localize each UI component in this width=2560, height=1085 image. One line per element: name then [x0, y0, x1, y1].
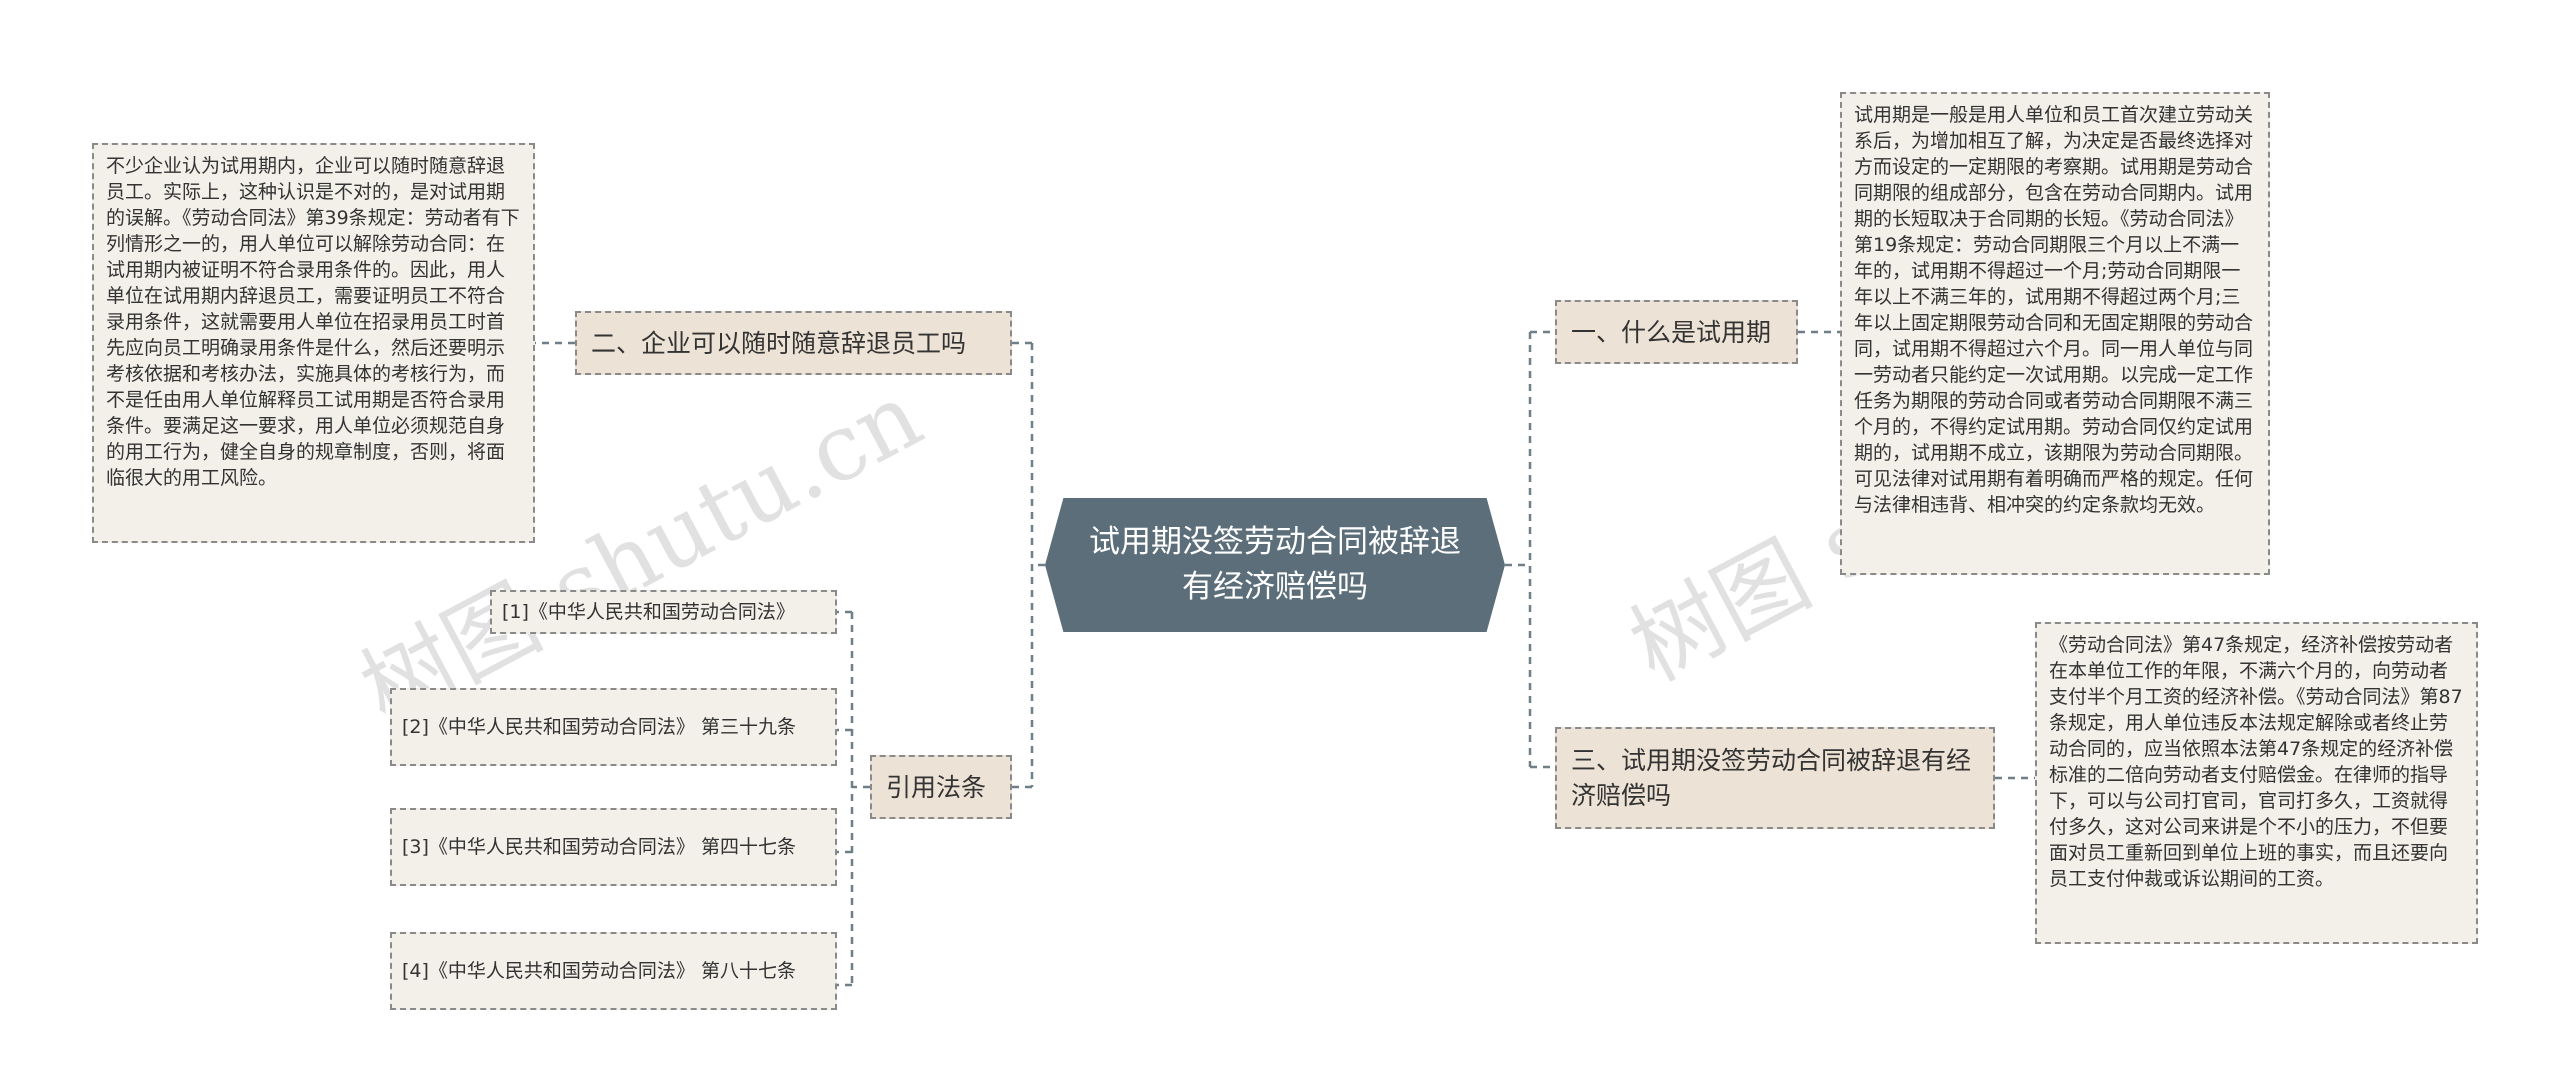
- leaf-probation-definition[interactable]: 试用期是一般是用人单位和员工首次建立劳动关系后，为增加相互了解，为决定是否最终选…: [1840, 92, 2270, 575]
- reference-label: [4]《中华人民共和国劳动合同法》 第八十七条: [402, 960, 796, 982]
- branch-cited-laws[interactable]: 引用法条: [870, 755, 1012, 819]
- branch-label: 三、试用期没签劳动合同被辞退有经济赔偿吗: [1571, 746, 1972, 810]
- branch-compensation[interactable]: 三、试用期没签劳动合同被辞退有经济赔偿吗: [1555, 727, 1995, 829]
- leaf-text: 试用期是一般是用人单位和员工首次建立劳动关系后，为增加相互了解，为决定是否最终选…: [1854, 104, 2254, 516]
- leaf-dismissal-explanation[interactable]: 不少企业认为试用期内，企业可以随时随意辞退员工。实际上，这种认识是不对的，是对试…: [92, 143, 535, 543]
- central-topic-label: 试用期没签劳动合同被辞退有经济赔偿吗: [1089, 524, 1461, 605]
- branch-what-is-probation[interactable]: 一、什么是试用期: [1555, 300, 1798, 364]
- branch-label: 一、什么是试用期: [1571, 317, 1772, 347]
- reference-label: [1]《中华人民共和国劳动合同法》: [502, 601, 795, 623]
- reference-item[interactable]: [3]《中华人民共和国劳动合同法》 第四十七条: [390, 808, 837, 886]
- leaf-compensation-details[interactable]: 《劳动合同法》第47条规定，经济补偿按劳动者在本单位工作的年限，不满六个月的，向…: [2035, 622, 2478, 944]
- branch-label: 二、企业可以随时随意辞退员工吗: [591, 328, 967, 358]
- reference-label: [3]《中华人民共和国劳动合同法》 第四十七条: [402, 836, 796, 858]
- reference-item[interactable]: [4]《中华人民共和国劳动合同法》 第八十七条: [390, 932, 837, 1010]
- reference-item[interactable]: [1]《中华人民共和国劳动合同法》: [490, 590, 837, 634]
- leaf-text: 不少企业认为试用期内，企业可以随时随意辞退员工。实际上，这种认识是不对的，是对试…: [106, 155, 520, 489]
- branch-can-dismiss-anytime[interactable]: 二、企业可以随时随意辞退员工吗: [575, 311, 1012, 375]
- reference-item[interactable]: [2]《中华人民共和国劳动合同法》 第三十九条: [390, 688, 837, 766]
- leaf-text: 《劳动合同法》第47条规定，经济补偿按劳动者在本单位工作的年限，不满六个月的，向…: [2049, 634, 2463, 890]
- reference-label: [2]《中华人民共和国劳动合同法》 第三十九条: [402, 716, 796, 738]
- branch-label: 引用法条: [886, 772, 987, 802]
- central-topic[interactable]: 试用期没签劳动合同被辞退有经济赔偿吗: [1045, 498, 1505, 632]
